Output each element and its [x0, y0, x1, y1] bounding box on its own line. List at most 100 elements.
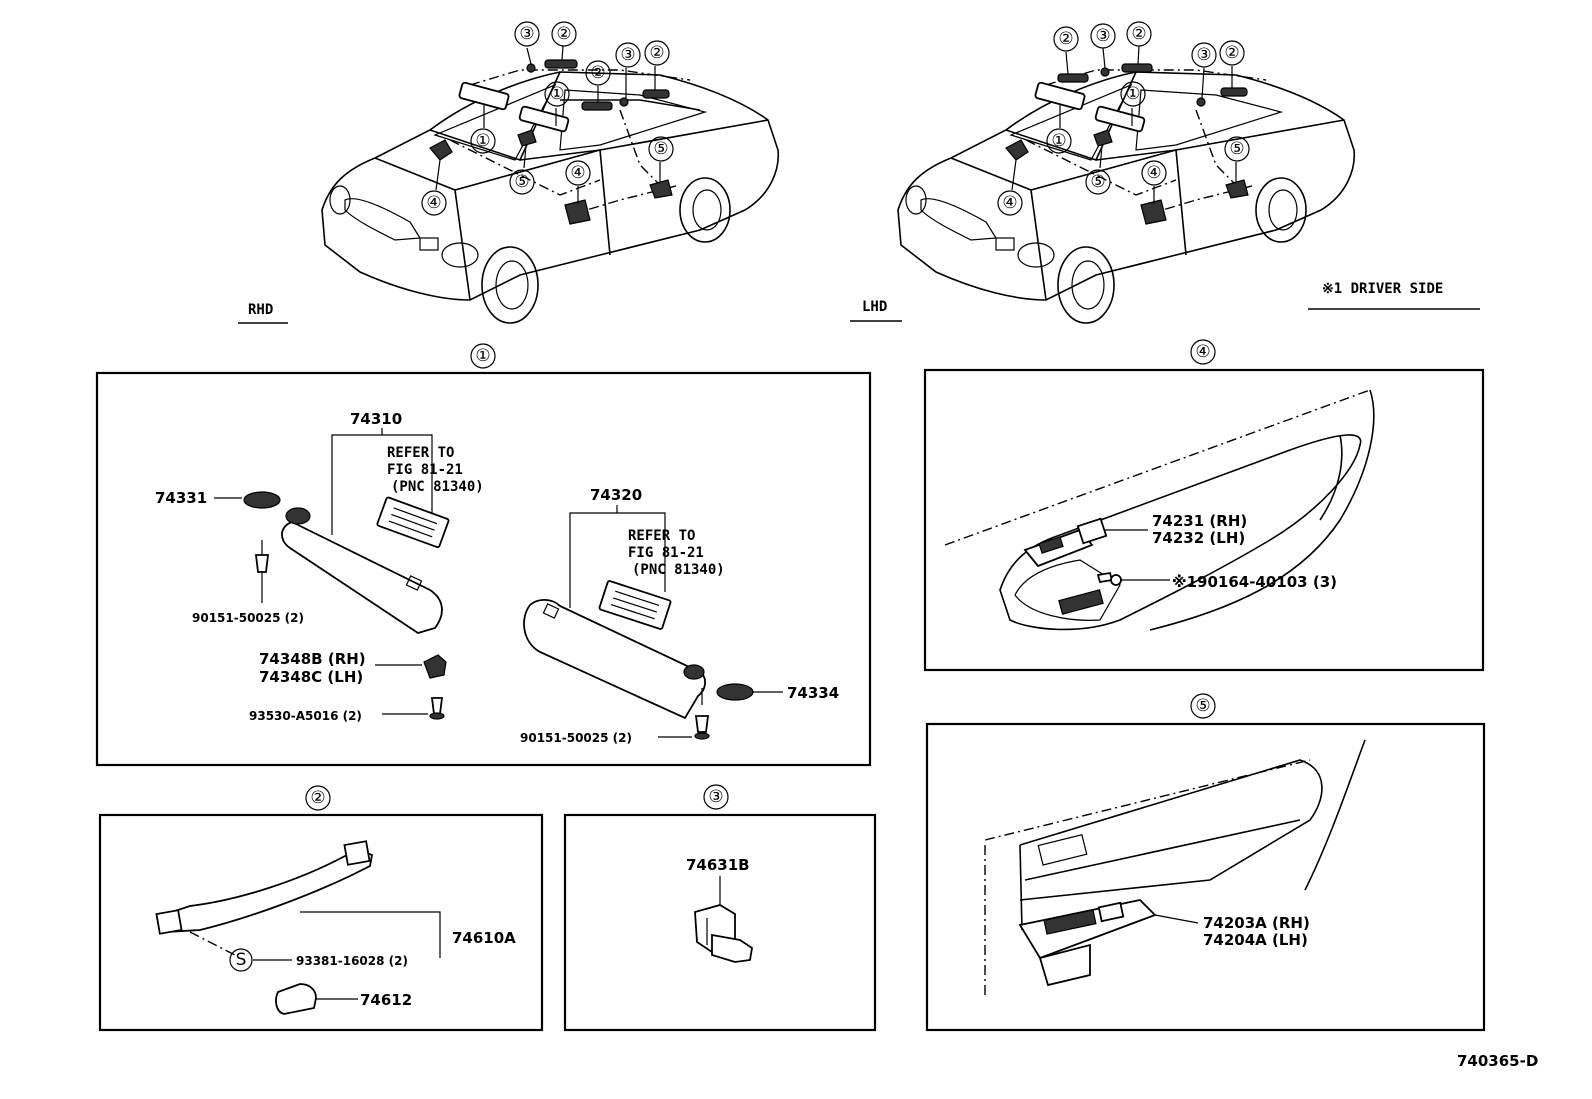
part-90164-label: ※190164-40103 (3) [1172, 573, 1337, 591]
rhd-callout-5a: ⑤ [509, 169, 535, 195]
part-74348b-label: 74348B (RH) [259, 650, 366, 668]
rhd-callout-3a: ③ [514, 21, 540, 47]
part-74612-label: 74612 [360, 991, 412, 1009]
lhd-callout-4b: ④ [1141, 160, 1167, 186]
clip-74331 [243, 491, 281, 509]
svg-text:①: ① [475, 346, 490, 366]
screw-90151-b [694, 715, 710, 740]
rhd-label: RHD [238, 302, 288, 324]
switch-base-74203a [1018, 899, 1157, 987]
lhd-callout-3b: ③ [1191, 42, 1217, 68]
svg-text:③: ③ [1196, 45, 1211, 65]
part-74631b-label: 74631B [686, 856, 750, 874]
lhd-callout-2b: ② [1126, 21, 1152, 47]
svg-text:⑤: ⑤ [653, 139, 668, 159]
lhd-callout-1b: ① [1046, 128, 1072, 154]
svg-text:LHD: LHD [862, 299, 887, 315]
panel-3-header-callout: ③ [703, 784, 729, 810]
rhd-callout-4a: ④ [421, 190, 447, 216]
svg-text:③: ③ [1095, 26, 1110, 46]
svg-text:④: ④ [1002, 193, 1017, 213]
refer-note-a-line1: REFER TO [387, 445, 454, 461]
lhd-callout-5b: ⑤ [1224, 136, 1250, 162]
svg-text:②: ② [1224, 43, 1239, 63]
driver-side-note: ※1 DRIVER SIDE [1308, 281, 1480, 310]
panel-4-front-door-switch-base: ④ 74231 (RH) 74232 (LH) ※190164-40103 (3… [923, 339, 1485, 672]
svg-text:①: ① [475, 131, 490, 151]
svg-text:④: ④ [1195, 342, 1210, 362]
svg-text:⑤: ⑤ [514, 172, 529, 192]
assist-grip-74610a [158, 849, 374, 933]
svg-text:⑤: ⑤ [1229, 139, 1244, 159]
panel-2-header-callout: ② [305, 785, 331, 811]
lhd-callout-2a: ② [1053, 26, 1079, 52]
holder-74348 [423, 654, 447, 679]
refer-note-b-line3: (PNC 81340) [632, 562, 725, 578]
panel-1-sun-visors: ① 74310 REFER TO FIG 81-21 (PNC 81340) 7… [95, 343, 872, 767]
panel-4-header-callout: ④ [1190, 339, 1216, 365]
diagram-id: 740365-D [1457, 1052, 1538, 1070]
svg-text:②: ② [1058, 29, 1073, 49]
part-74320-label: 74320 [590, 486, 642, 504]
clip-74334 [716, 683, 754, 701]
lhd-callout-5a: ⑤ [1085, 169, 1111, 195]
part-74334-label: 74334 [787, 684, 839, 702]
cap-74612 [275, 983, 317, 1015]
part-93381-label: 93381-16028 (2) [296, 954, 408, 968]
part-90151-a-label: 90151-50025 (2) [192, 611, 304, 625]
panel-3-coat-hook: ③ 74631B [563, 784, 877, 1032]
svg-text:②: ② [310, 788, 325, 808]
part-90151-b-label: 90151-50025 (2) [520, 731, 632, 745]
rhd-callout-2c: ② [644, 40, 670, 66]
rhd-callout-2b: ② [585, 60, 611, 86]
svg-text:②: ② [556, 24, 571, 44]
rhd-callout-5b: ⑤ [648, 136, 674, 162]
sun-visor-b [523, 598, 706, 720]
part-74348c-label: 74348C (LH) [259, 668, 363, 686]
part-74310-label: 74310 [350, 410, 402, 428]
svg-text:①: ① [549, 84, 564, 104]
part-74203a-label: 74203A (RH) [1203, 914, 1310, 932]
s-mark-icon: S [229, 948, 253, 972]
rhd-callout-3b: ③ [615, 42, 641, 68]
rhd-callout-2a: ② [551, 21, 577, 47]
svg-text:※1 DRIVER SIDE: ※1 DRIVER SIDE [1322, 281, 1443, 297]
svg-text:S: S [236, 950, 247, 970]
part-74204a-label: 74204A (LH) [1203, 931, 1308, 949]
vanity-mirror-b [598, 580, 672, 630]
svg-text:④: ④ [1146, 163, 1161, 183]
part-74232-label: 74232 (LH) [1152, 529, 1245, 547]
switch-74231 [1023, 517, 1108, 568]
part-74231-label: 74231 (RH) [1152, 512, 1247, 530]
panel-1-header-callout: ① [470, 343, 496, 369]
part-93530-label: 93530-A5016 (2) [249, 709, 362, 723]
svg-text:⑤: ⑤ [1090, 172, 1105, 192]
svg-text:①: ① [1051, 131, 1066, 151]
rhd-callout-4b: ④ [565, 160, 591, 186]
part-74331-label: 74331 [155, 489, 207, 507]
svg-text:③: ③ [620, 45, 635, 65]
svg-text:①: ① [1125, 84, 1140, 104]
rhd-callout-1b: ① [470, 128, 496, 154]
lhd-callout-3a: ③ [1090, 23, 1116, 49]
lhd-label: LHD [850, 299, 902, 322]
lhd-callout-1a: ① [1120, 81, 1146, 107]
refer-note-b-line2: FIG 81-21 [628, 545, 704, 561]
refer-note-a-line2: FIG 81-21 [387, 462, 463, 478]
screw-90151-a [254, 540, 270, 573]
svg-text:④: ④ [426, 193, 441, 213]
vanity-mirror-a [376, 496, 450, 549]
svg-text:③: ③ [519, 24, 534, 44]
part-74610a-label: 74610A [452, 929, 516, 947]
rhd-callout-1a: ① [544, 81, 570, 107]
svg-text:RHD: RHD [248, 302, 273, 318]
svg-text:②: ② [1131, 24, 1146, 44]
svg-text:③: ③ [708, 787, 723, 807]
rhd-car-illustration: ③ ② ② ③ ② ① ① ⑤ ④ ④ ⑤ [321, 21, 780, 324]
refer-note-a-line3: (PNC 81340) [391, 479, 484, 495]
refer-note-b-line1: REFER TO [628, 528, 695, 544]
coat-hook-74631b [694, 904, 753, 963]
panel-5-header-callout: ⑤ [1190, 693, 1216, 719]
svg-text:②: ② [590, 63, 605, 83]
